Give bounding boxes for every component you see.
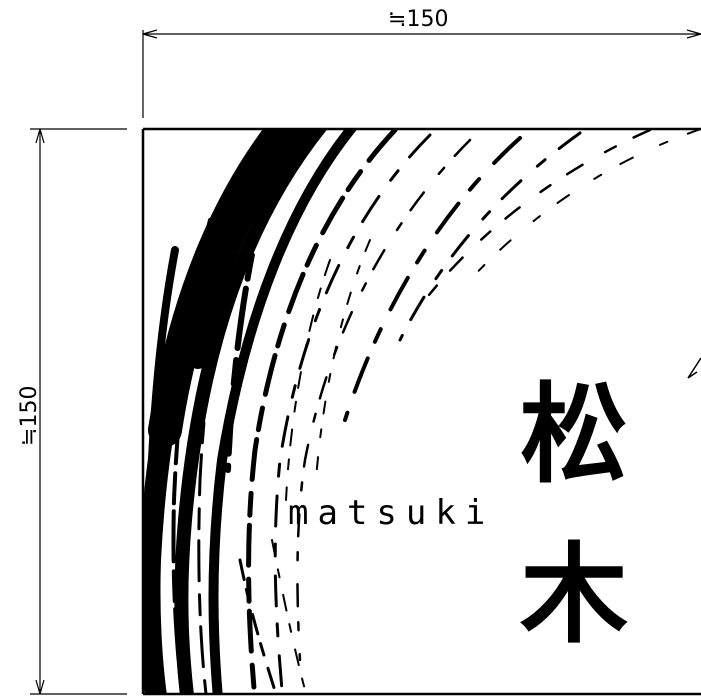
height-label: ≒150: [17, 386, 42, 446]
arrow-right-icon: [686, 29, 701, 39]
leader-arrow-icon: [687, 357, 701, 379]
height-dimension: ≒150: [17, 128, 127, 695]
arrow-down-icon: [35, 679, 45, 695]
arrow-left-icon: [142, 29, 158, 39]
kanji-name-first: 松: [520, 372, 628, 498]
width-label: ≒150: [388, 7, 448, 32]
kanji-name-second: 木: [520, 532, 628, 658]
romaji-name: matsuki: [288, 493, 494, 533]
width-dimension: ≒150: [142, 7, 701, 118]
brush-stroke-art: [143, 129, 701, 694]
arrow-up-icon: [35, 128, 45, 144]
